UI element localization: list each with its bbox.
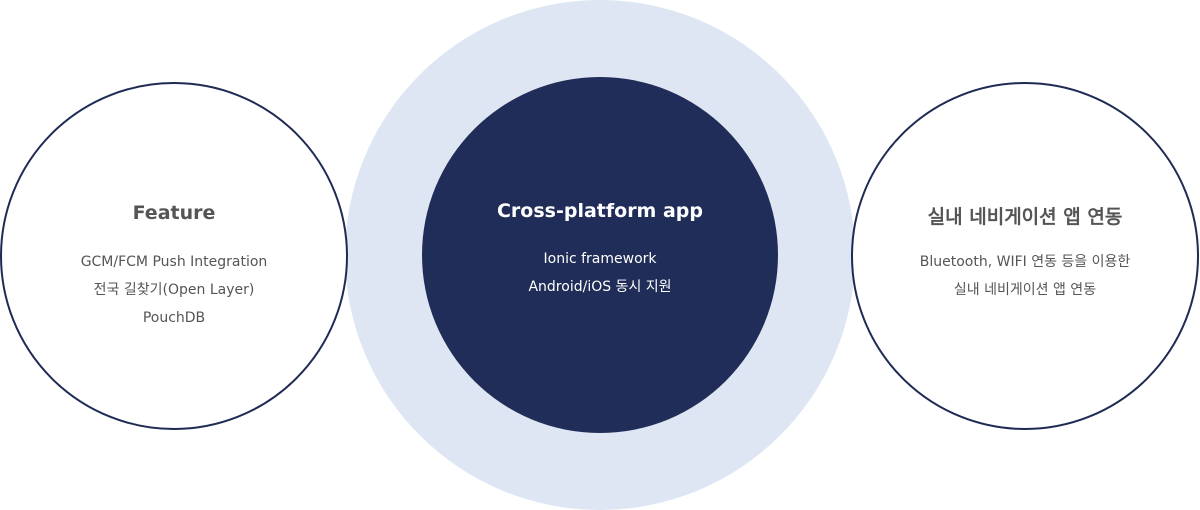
feature-description: GCM/FCM Push Integration 전국 길찾기(Open Lay… [2, 248, 346, 332]
feature-line: PouchDB [142, 310, 206, 326]
cross-platform-description: Ionic framework Android/iOS 동시 지원 [422, 245, 778, 301]
cross-platform-title: Cross-platform app [496, 200, 703, 222]
cross-platform-line: Android/iOS 동시 지원 [528, 279, 672, 295]
indoor-navigation-line: Bluetooth, WIFI 연동 등을 이용한 [919, 254, 1131, 270]
feature-circle: Feature GCM/FCM Push Integration 전국 길찾기(… [0, 82, 348, 430]
feature-title: Feature [132, 202, 216, 224]
feature-line: 전국 길찾기(Open Layer) [93, 282, 255, 298]
indoor-navigation-line: 실내 네비게이션 앱 연동 [953, 282, 1097, 298]
indoor-navigation-description: Bluetooth, WIFI 연동 등을 이용한 실내 네비게이션 앱 연동 [853, 248, 1197, 304]
cross-platform-line: Ionic framework [543, 251, 657, 267]
indoor-navigation-title: 실내 네비게이션 앱 연동 [927, 206, 1123, 228]
cross-platform-circle: Cross-platform app Ionic framework Andro… [422, 77, 778, 433]
feature-line: GCM/FCM Push Integration [80, 254, 268, 270]
indoor-navigation-circle: 실내 네비게이션 앱 연동 Bluetooth, WIFI 연동 등을 이용한 … [851, 82, 1199, 430]
